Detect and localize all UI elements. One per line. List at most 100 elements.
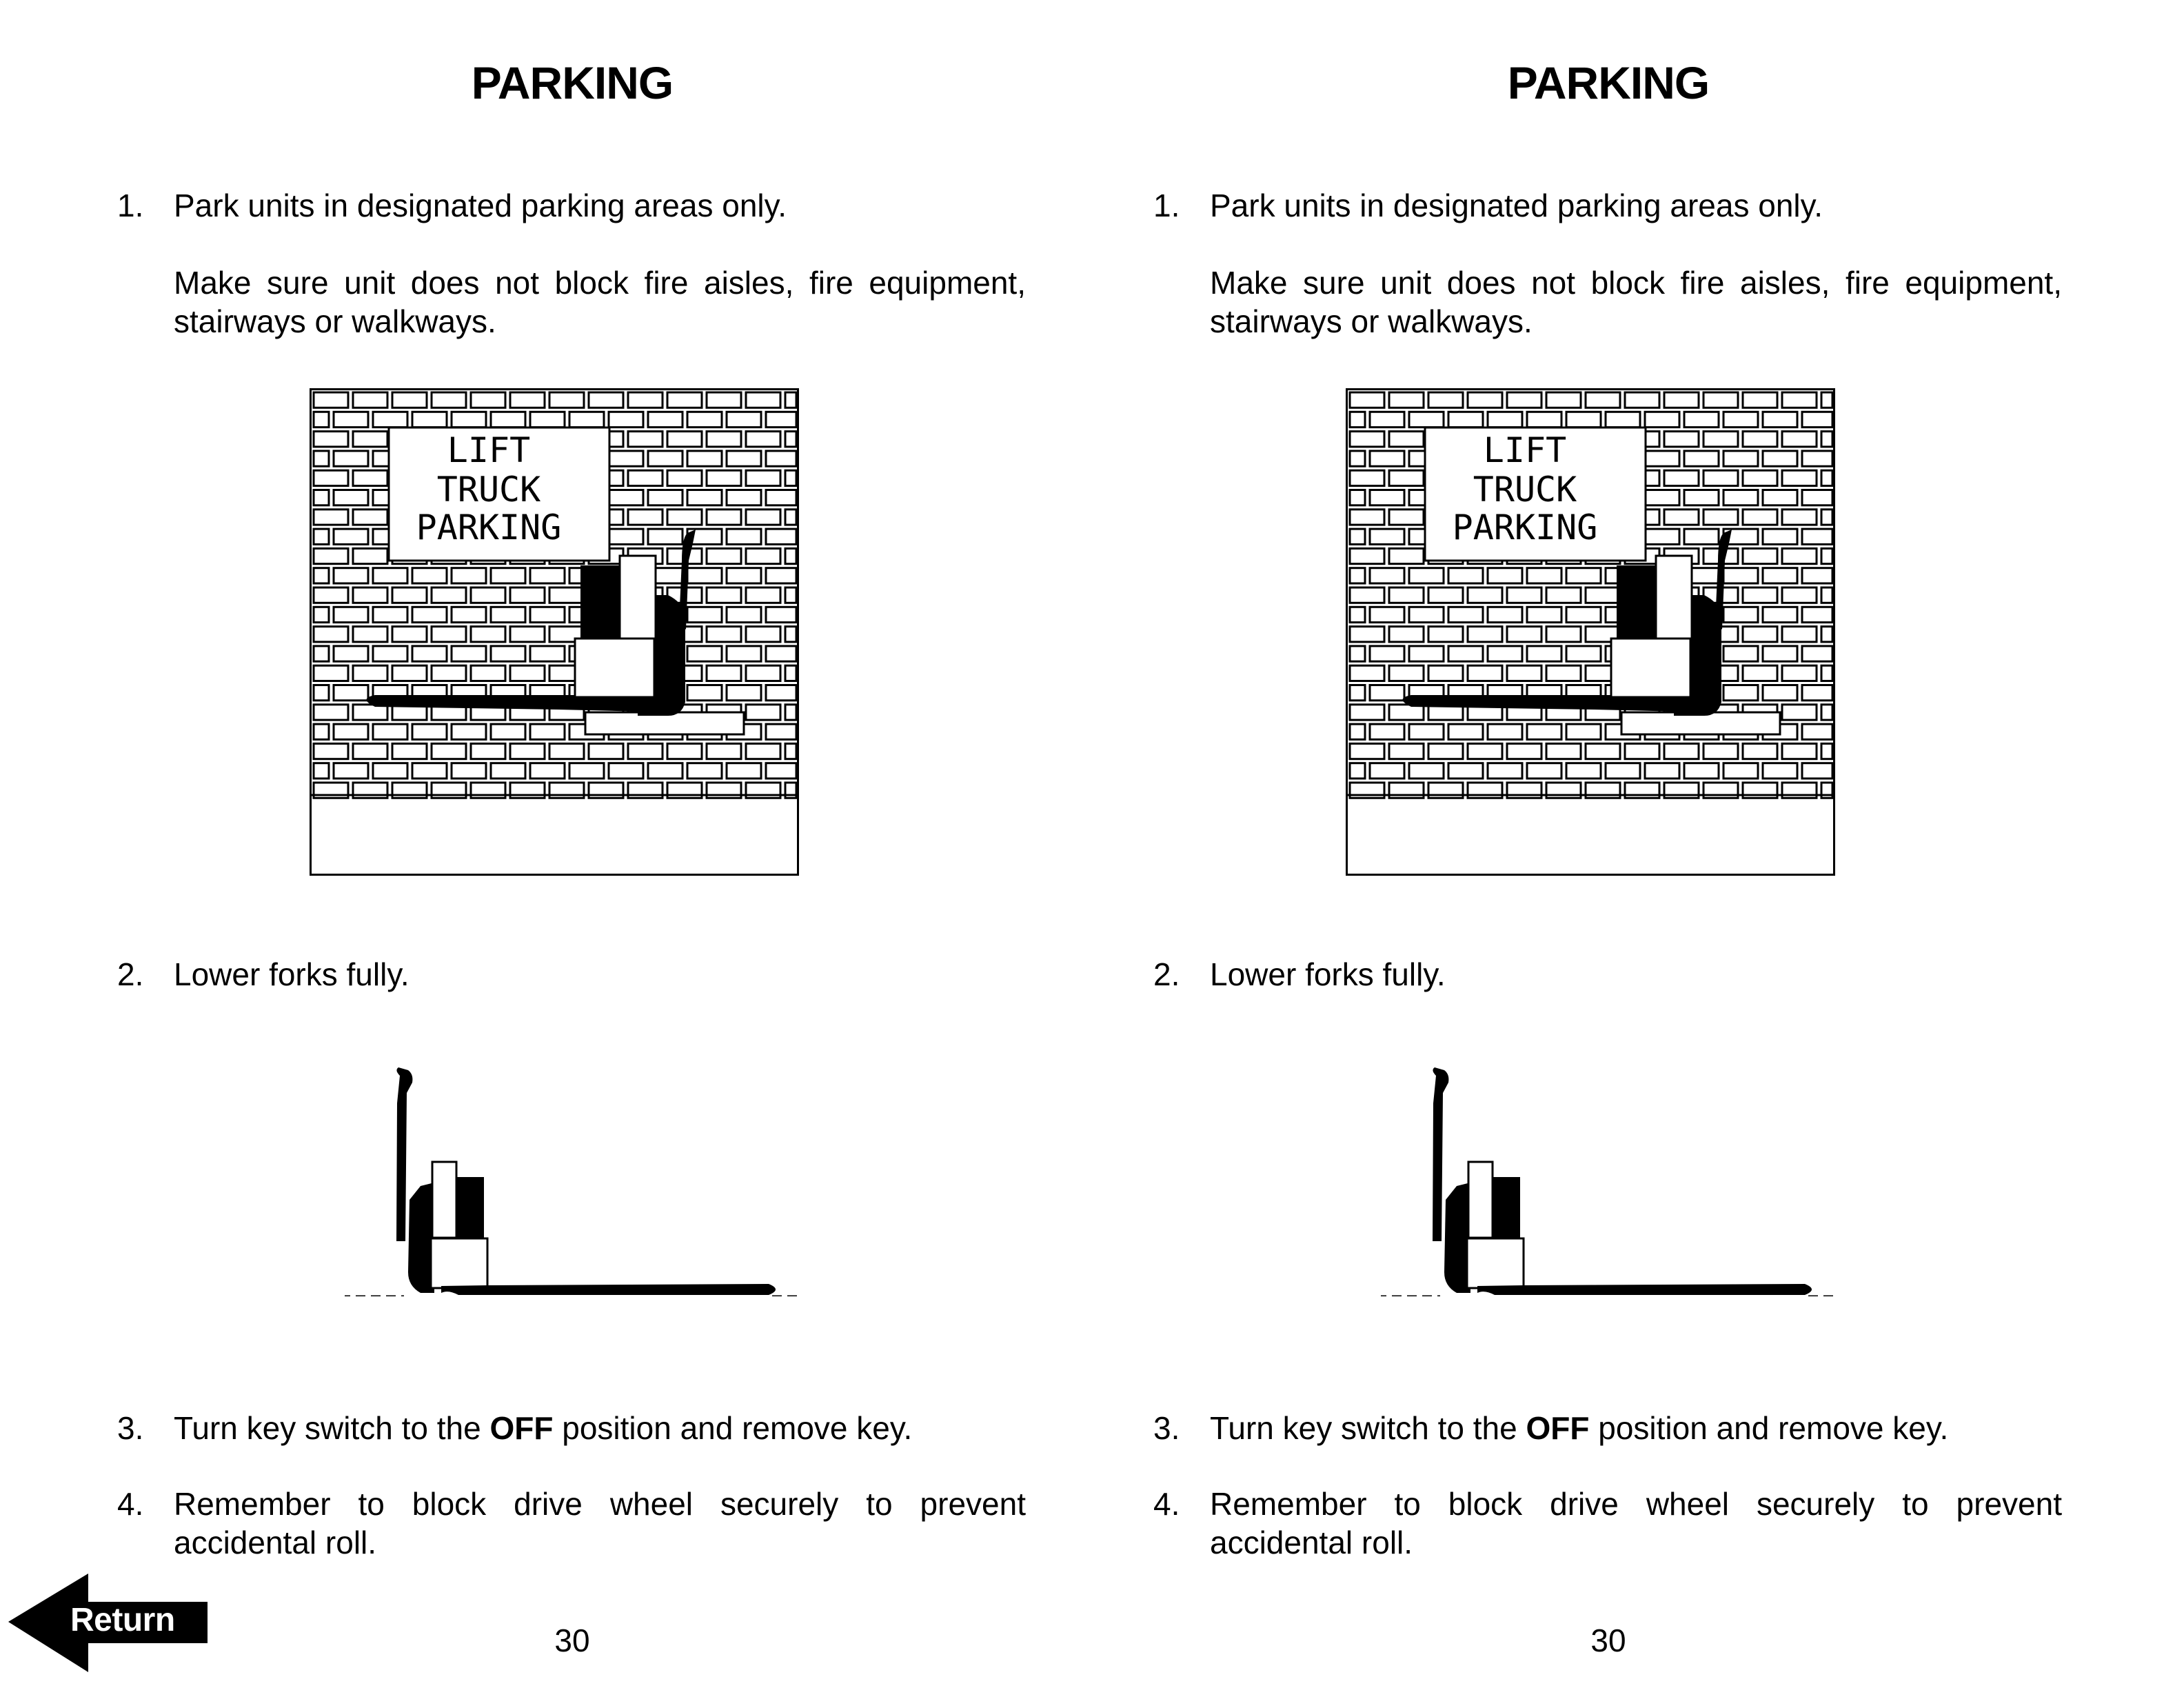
brick	[529, 410, 566, 429]
brick	[391, 664, 428, 683]
brick	[1683, 762, 1720, 780]
brick	[745, 391, 782, 409]
brick	[1466, 391, 1504, 409]
brick	[765, 450, 798, 468]
return-label: Return	[70, 1602, 175, 1638]
brick	[1526, 645, 1563, 663]
brick	[725, 645, 762, 663]
brick	[1781, 664, 1818, 683]
brick	[489, 645, 527, 663]
brick	[686, 567, 723, 585]
brick	[332, 410, 370, 429]
brick	[1722, 489, 1759, 507]
brick	[725, 762, 762, 780]
brick	[450, 645, 487, 663]
brick	[1348, 430, 1386, 448]
return-button[interactable]: Return	[7, 1572, 210, 1674]
brick	[686, 684, 723, 702]
pallet-truck-front-view	[366, 530, 745, 736]
brick	[784, 625, 798, 643]
brick	[1368, 528, 1406, 545]
brick	[529, 645, 566, 663]
brick	[1663, 508, 1700, 526]
brick	[1348, 391, 1386, 409]
illustration-frame	[310, 388, 799, 876]
brick	[312, 586, 350, 604]
brick	[686, 450, 723, 468]
brick	[372, 567, 409, 585]
brick	[469, 391, 507, 409]
brick	[666, 742, 703, 761]
brick	[411, 567, 448, 585]
pallet-truck-side-view	[396, 1067, 776, 1295]
brick	[332, 762, 370, 780]
brick	[627, 430, 664, 448]
brick	[1683, 489, 1720, 507]
brick	[352, 430, 389, 448]
brick	[725, 528, 762, 545]
brick	[1526, 723, 1563, 741]
page-number: 30	[554, 1622, 590, 1658]
brick	[469, 664, 507, 683]
brick	[765, 605, 798, 624]
step-text: Turn key switch to the OFF position and …	[1210, 1409, 2062, 1447]
brick	[430, 664, 467, 683]
brick	[430, 742, 467, 761]
brick	[627, 391, 664, 409]
brick	[1781, 508, 1818, 526]
step-number: 1.	[1153, 188, 1180, 223]
brick	[1781, 586, 1818, 604]
brick	[1348, 586, 1386, 604]
brick	[1741, 391, 1779, 409]
brick	[1408, 410, 1445, 429]
brick	[705, 469, 742, 487]
brick	[312, 547, 350, 565]
brick	[1683, 410, 1720, 429]
brick	[705, 625, 742, 643]
brick	[686, 605, 723, 624]
brick	[1820, 547, 1834, 565]
brick	[765, 762, 798, 780]
brick	[312, 528, 330, 545]
brick	[1545, 586, 1582, 604]
brick	[312, 450, 330, 468]
brick	[568, 762, 605, 780]
brick	[1506, 625, 1543, 643]
brick	[705, 430, 742, 448]
brick	[765, 684, 798, 702]
brick	[1368, 762, 1406, 780]
brick	[1820, 430, 1834, 448]
brick	[1388, 508, 1425, 526]
step-text-post: position and remove key.	[553, 1410, 913, 1446]
brick	[312, 645, 330, 663]
brick	[1801, 605, 1834, 624]
brick	[450, 567, 487, 585]
brick	[1348, 703, 1386, 721]
brick	[686, 489, 723, 507]
brick	[1663, 391, 1700, 409]
brick	[627, 742, 664, 761]
brick	[430, 391, 467, 409]
brick	[765, 723, 798, 741]
brick	[568, 410, 605, 429]
brick	[607, 489, 645, 507]
brick	[372, 645, 409, 663]
brick	[352, 547, 389, 565]
brick	[686, 645, 723, 663]
brick	[1486, 605, 1524, 624]
brick	[1722, 450, 1759, 468]
brick	[647, 528, 684, 545]
lift-truck-parking-illustration: LIFT TRUCK PARKING	[1346, 388, 1835, 876]
brick	[1427, 664, 1464, 683]
step-number: 2.	[1153, 956, 1180, 992]
brick	[1506, 664, 1543, 683]
brick	[1801, 489, 1834, 507]
brick	[1545, 742, 1582, 761]
brick	[1722, 762, 1759, 780]
brick	[1722, 410, 1759, 429]
brick	[627, 469, 664, 487]
brick	[1801, 410, 1834, 429]
brick	[450, 605, 487, 624]
brick	[372, 762, 409, 780]
brick	[765, 528, 798, 545]
